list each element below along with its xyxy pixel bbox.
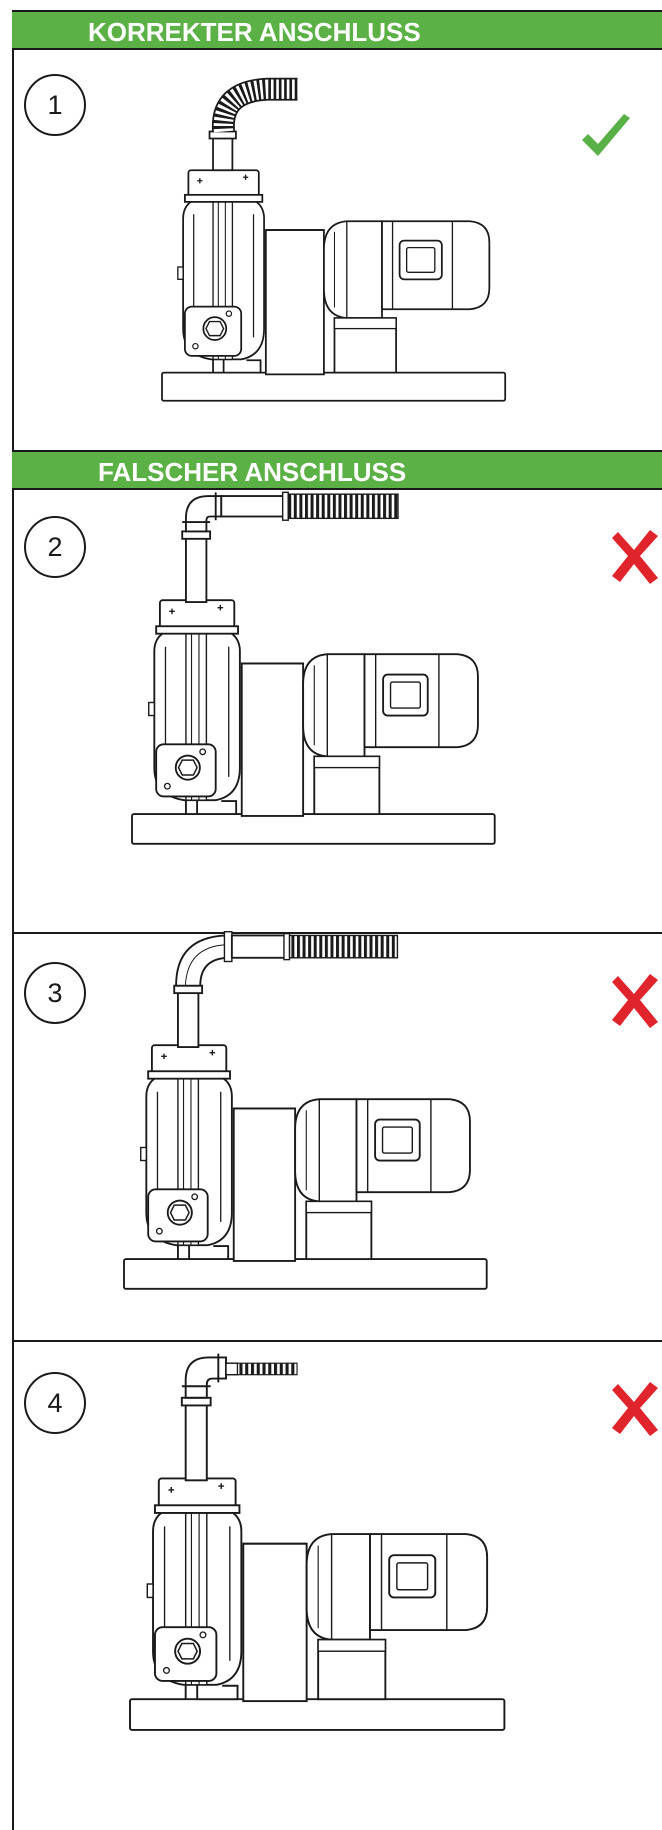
cross-icon <box>612 530 658 584</box>
pump-4 <box>129 1353 506 1731</box>
section-title: FALSCHER ANSCHLUSS <box>98 457 407 487</box>
pump-1 <box>161 77 507 402</box>
cross-icon <box>612 1382 658 1436</box>
panel-number-badge: 4 <box>24 1372 86 1434</box>
pump-2 <box>131 491 496 845</box>
section-header-correct: KORREKTER ANSCHLUSS <box>12 10 662 50</box>
check-icon <box>582 114 630 156</box>
panel-divider <box>12 932 662 934</box>
section-title: KORREKTER ANSCHLUSS <box>88 17 421 47</box>
panel-number-badge: 2 <box>24 516 86 578</box>
section-header-incorrect: FALSCHER ANSCHLUSS <box>12 450 662 490</box>
panel-divider <box>12 1340 662 1342</box>
pump-3 <box>123 931 488 1290</box>
cross-icon <box>612 974 658 1028</box>
panel-number-badge: 1 <box>24 74 86 136</box>
panel-number-badge: 3 <box>24 962 86 1024</box>
